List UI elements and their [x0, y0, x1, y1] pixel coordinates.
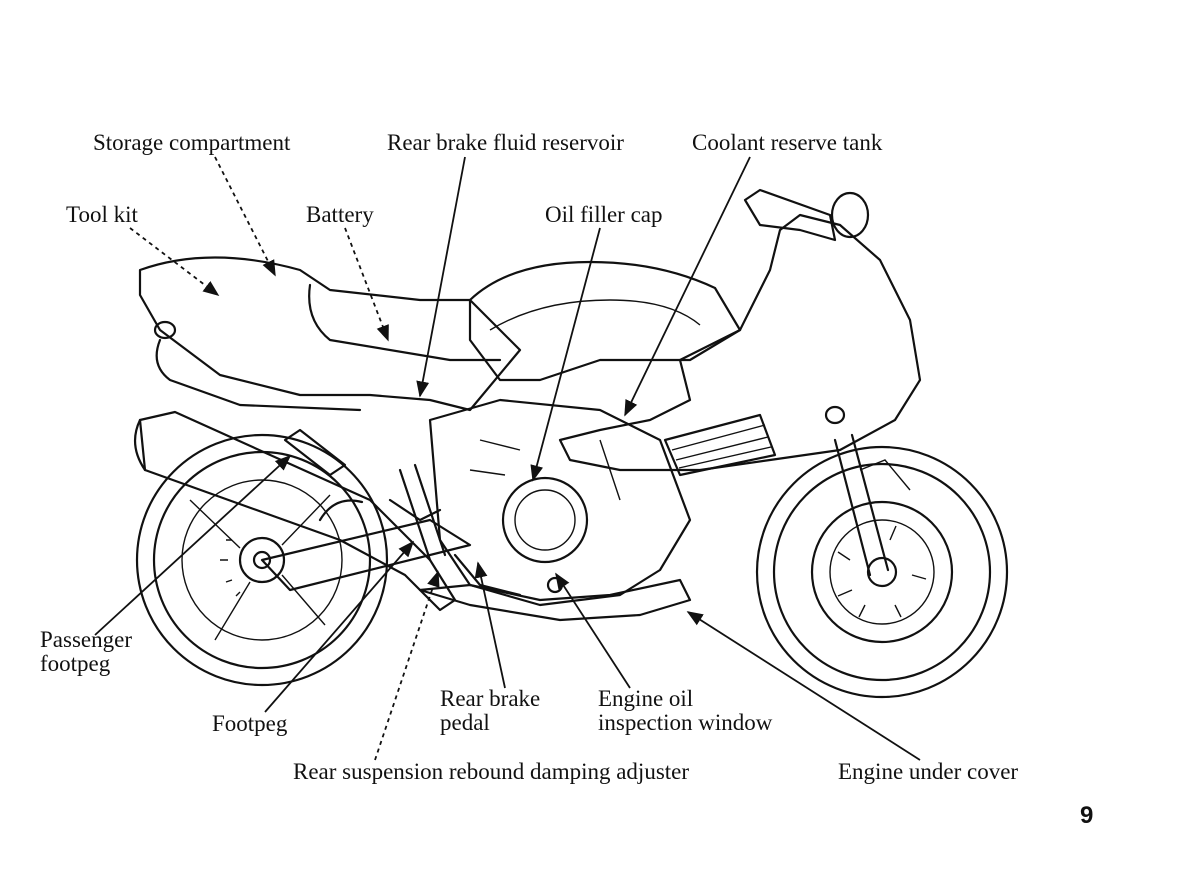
leader-battery: [344, 227, 389, 342]
leader-coolant-reserve-tank: [624, 156, 751, 417]
label-passenger-footpeg-line1: Passenger: [40, 627, 132, 652]
page-number: 9: [1080, 802, 1094, 829]
leader-rear-brake-pedal: [474, 561, 506, 689]
exhaust-muffler: [133, 410, 457, 612]
leader-engine-oil-inspection-window: [555, 572, 631, 689]
label-battery: Battery: [306, 202, 374, 227]
footpegs: [283, 428, 522, 597]
label-engine-oil-window-line1: Engine oil: [598, 686, 694, 711]
label-passenger-footpeg-line2: footpeg: [40, 651, 111, 676]
label-rear-brake-pedal-line1: Rear brake: [440, 686, 541, 711]
label-engine-oil-window-line2: inspection window: [598, 710, 773, 735]
leader-oil-filler-cap: [530, 227, 601, 482]
leader-passenger-footpeg: [94, 454, 292, 636]
label-footpeg: Footpeg: [212, 711, 288, 736]
label-storage-compartment: Storage compartment: [93, 130, 291, 155]
label-oil-filler-cap: Oil filler cap: [545, 202, 663, 227]
engine-under-cover: [418, 578, 692, 622]
leader-engine-under-cover: [686, 611, 921, 761]
leader-lines: [94, 156, 921, 761]
leader-tool-kit: [129, 227, 220, 296]
tail-section: [138, 256, 522, 412]
leader-storage-compartment: [214, 156, 276, 277]
leader-rear-brake-fluid-reservoir: [416, 156, 466, 398]
label-tool-kit: Tool kit: [66, 202, 138, 227]
label-coolant-reserve-tank: Coolant reserve tank: [692, 130, 883, 155]
front-fairing: [558, 188, 922, 477]
engine: [428, 398, 692, 607]
label-rear-brake-pedal-line2: pedal: [440, 710, 490, 735]
label-rear-suspension-adjuster: Rear suspension rebound damping adjuster: [293, 759, 690, 784]
label-engine-under-cover: Engine under cover: [838, 759, 1019, 784]
front-wheel: [755, 445, 1009, 699]
leader-footpeg: [264, 540, 415, 713]
label-rear-brake-fluid-reservoir: Rear brake fluid reservoir: [387, 130, 624, 155]
leader-rear-suspension-adjuster: [374, 570, 440, 761]
front-fork: [833, 433, 911, 577]
